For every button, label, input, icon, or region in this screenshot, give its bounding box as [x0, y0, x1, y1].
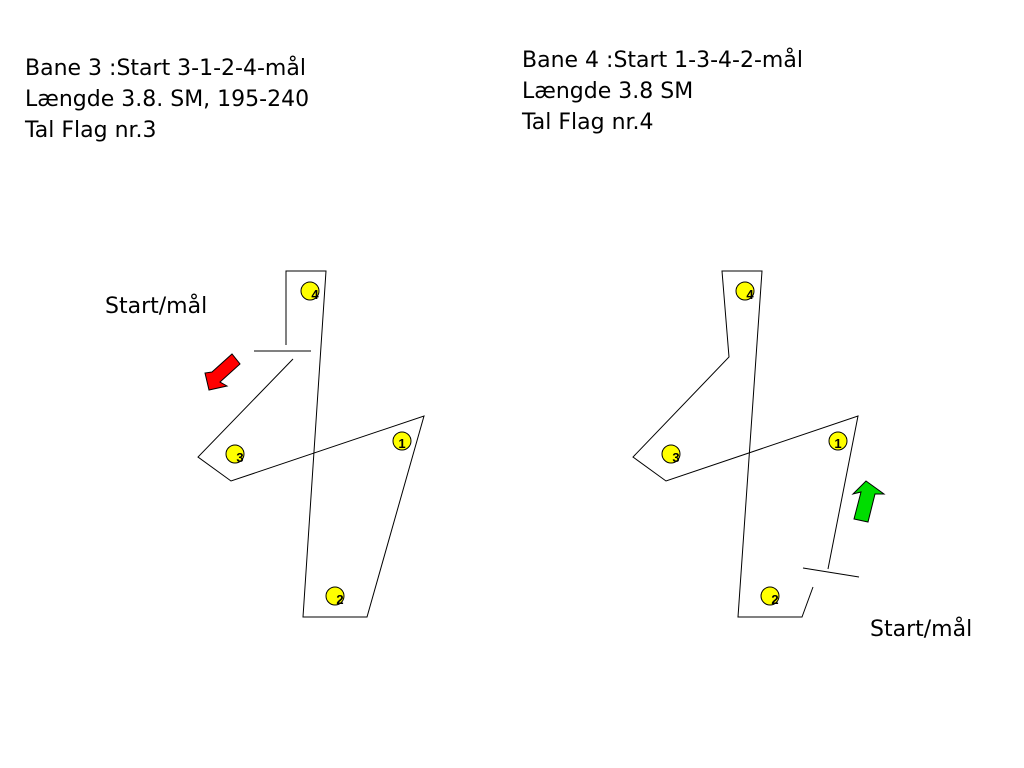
- course-4-flag-1: 1: [828, 431, 848, 451]
- flag-marker: [661, 444, 681, 464]
- course-3-flag-2: 2: [325, 586, 345, 607]
- flag-marker: [225, 444, 245, 464]
- flag-marker: [325, 586, 345, 606]
- course-3-flag-3: 3: [225, 444, 245, 465]
- course-3-title: Bane 3 :Start 3-1-2-4-mål: [25, 56, 306, 81]
- course-3-flag-1: 1: [392, 431, 412, 451]
- flag-number: 4: [746, 287, 754, 302]
- course-3-direction-arrow: [204, 353, 241, 391]
- course-4-length: Længde 3.8 SM: [522, 79, 694, 104]
- flag-marker: [735, 281, 755, 301]
- flag-number: 2: [336, 592, 343, 607]
- course-4-flag-4: 4: [735, 281, 755, 302]
- course-4-diagram: 4 3 1 2: [632, 270, 886, 618]
- course-3-route: [197, 270, 425, 618]
- course-3-length: Længde 3.8. SM, 195-240: [25, 87, 310, 112]
- course-4-title: Bane 4 :Start 1-3-4-2-mål: [522, 48, 803, 73]
- flag-number: 1: [398, 436, 405, 451]
- course-3-description: Bane 3 :Start 3-1-2-4-mål Længde 3.8. SM…: [25, 53, 309, 146]
- flag-number: 1: [834, 436, 841, 451]
- flag-marker: [828, 431, 848, 451]
- course-4-flag-2: 2: [760, 586, 780, 607]
- course-3-flag: Tal Flag nr.3: [25, 118, 157, 143]
- flag-number: 4: [311, 287, 319, 302]
- course-3-start-finish-label: Start/mål: [105, 294, 208, 319]
- flag-marker: [300, 281, 320, 301]
- flag-number: 2: [771, 592, 778, 607]
- course-4-description: Bane 4 :Start 1-3-4-2-mål Længde 3.8 SM …: [522, 45, 803, 138]
- course-3-flag-4: 4: [300, 281, 320, 302]
- course-3-diagram: 4 3 1 2: [197, 270, 425, 618]
- flag-marker: [392, 431, 412, 451]
- course-4-start-line: [802, 567, 860, 578]
- flag-marker: [760, 586, 780, 606]
- flag-number: 3: [236, 450, 243, 465]
- course-4-route: [632, 270, 859, 618]
- course-4-flag: Tal Flag nr.4: [522, 110, 654, 135]
- course-4-start-finish-label: Start/mål: [870, 617, 973, 642]
- course-4-direction-arrow: [851, 480, 886, 523]
- flag-number: 3: [672, 450, 679, 465]
- course-4-flag-3: 3: [661, 444, 681, 465]
